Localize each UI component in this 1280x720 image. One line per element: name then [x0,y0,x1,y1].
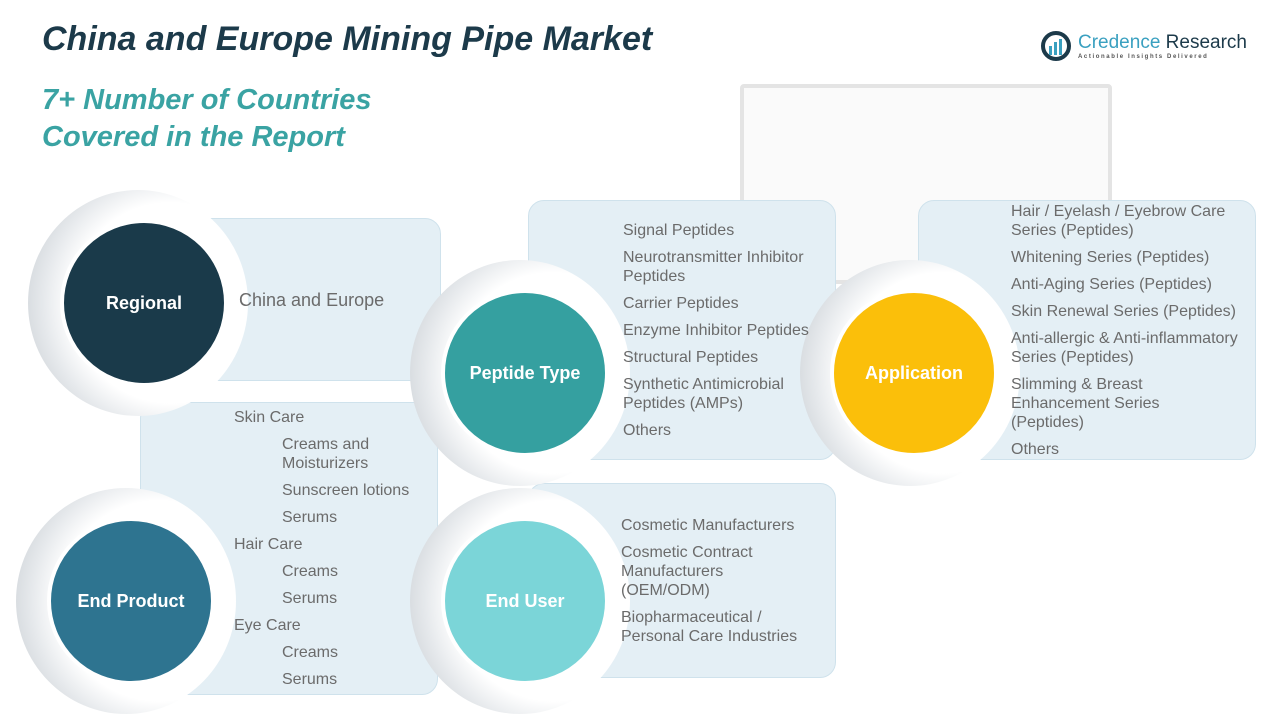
list-item: Structural Peptides [623,349,759,366]
logo-icon [1041,31,1071,61]
list-item: Eye Care [234,617,301,634]
end-product-label: End Product [77,590,185,611]
page-subtitle: 7+ Number of Countries Covered in the Re… [42,84,372,153]
peptide-circle: Peptide Type [441,289,609,457]
list-item: China and Europe [239,290,385,310]
list-item: Signal Peptides [623,222,735,239]
application-label: Application [865,362,963,383]
logo-name-2: Research [1160,32,1247,53]
list-item: Slimming & Breast Enhancement Series (Pe… [1011,376,1160,431]
logo-tagline: Actionable Insights Delivered [1078,54,1209,60]
list-item: Whitening Series (Peptides) [1011,249,1210,266]
list-item: Creams [282,563,339,580]
logo: Credence Research Actionable Insights De… [1040,30,1247,62]
end-product-list: Skin Care Creams and Moisturizers Sunscr… [234,408,434,689]
logo-name: Credence [1078,32,1161,53]
end-product-circle: End Product [47,517,215,685]
peptide-label: Peptide Type [469,362,581,383]
list-item: Skin Renewal Series (Peptides) [1011,303,1236,320]
list-item: Serums [282,509,338,526]
list-item: Serums [282,671,338,688]
list-item: Carrier Peptides [623,295,739,312]
application-list: Hair / Eyelash / Eyebrow Care Series (Pe… [1011,202,1251,459]
list-item: Cosmetic Manufacturers [621,517,795,534]
list-item: Hair Care [234,536,303,553]
list-item: Sunscreen lotions [282,482,410,499]
regional-label: Regional [105,292,182,313]
regional-circle: Regional [60,219,228,387]
end-user-label: End User [485,590,565,611]
list-item: Neurotransmitter Inhibitor Peptides [623,249,804,285]
list-item: Others [623,422,672,439]
regional-list: China and Europe [239,291,384,310]
list-item: Anti-Aging Series (Peptides) [1011,276,1212,293]
list-item: Enzyme Inhibitor Peptides [623,322,809,339]
end-user-circle: End User [441,517,609,685]
list-item: Serums [282,590,338,607]
list-item: Hair / Eyelash / Eyebrow Care Series (Pe… [1011,203,1226,239]
list-item: Anti-allergic & Anti-inflammatory Series… [1011,330,1238,366]
peptide-list: Signal Peptides Neurotransmitter Inhibit… [623,221,833,440]
list-item: Skin Care [234,409,305,426]
page-title: China and Europe Mining Pipe Market [42,20,653,58]
list-item: Synthetic Antimicrobial Peptides (AMPs) [623,376,784,412]
list-item: Cosmetic Contract Manufacturers (OEM/ODM… [621,544,753,599]
list-item: Creams [282,644,339,661]
list-item: Biopharmaceutical / Personal Care Indust… [621,609,798,645]
list-item: Others [1011,441,1060,458]
application-circle: Application [830,289,998,457]
list-item: Creams and Moisturizers [282,436,370,472]
end-user-list: Cosmetic Manufacturers Cosmetic Contract… [621,516,816,646]
